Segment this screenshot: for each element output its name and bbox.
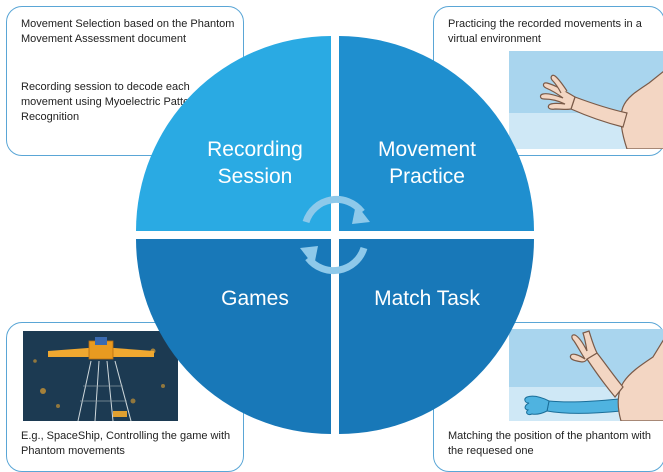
callout-match-task: Matching the position of the phantom wit… <box>433 322 663 472</box>
virtual-arm-icon <box>509 51 663 149</box>
quadrant-movement <box>339 36 534 231</box>
phantom-arm-icon <box>509 329 663 421</box>
quadrant-match <box>339 239 534 434</box>
label-recording-session: Recording Session <box>160 136 350 190</box>
callout-games: E.g., SpaceShip, Controlling the game wi… <box>6 322 244 472</box>
callout-games-text: E.g., SpaceShip, Controlling the game wi… <box>21 430 231 457</box>
label-match-task: Match Task <box>332 285 522 312</box>
callout-recording-text-2: Recording session to decode each movemen… <box>21 81 199 123</box>
label-recording-line1: Recording <box>207 138 303 161</box>
spaceship-game-icon <box>23 331 178 421</box>
label-games: Games <box>160 285 350 312</box>
callout-recording: Movement Selection based on the Phantom … <box>6 6 244 156</box>
label-games-line1: Games <box>221 287 289 310</box>
label-match-line1: Match Task <box>374 287 480 310</box>
label-movement-line1: Movement <box>377 138 477 161</box>
callout-match-text: Matching the position of the phantom wit… <box>448 430 652 457</box>
label-recording-line2: Session <box>217 165 293 188</box>
callout-recording-text-1: Movement Selection based on the Phantom … <box>21 18 235 45</box>
label-movement-practice: Movement Practice <box>332 136 522 190</box>
label-movement-line2: Practice <box>389 165 465 188</box>
callout-movement-text: Practicing the recorded movements in a v… <box>448 18 642 45</box>
quadrant-games <box>136 239 331 434</box>
quadrant-recording <box>136 36 331 231</box>
